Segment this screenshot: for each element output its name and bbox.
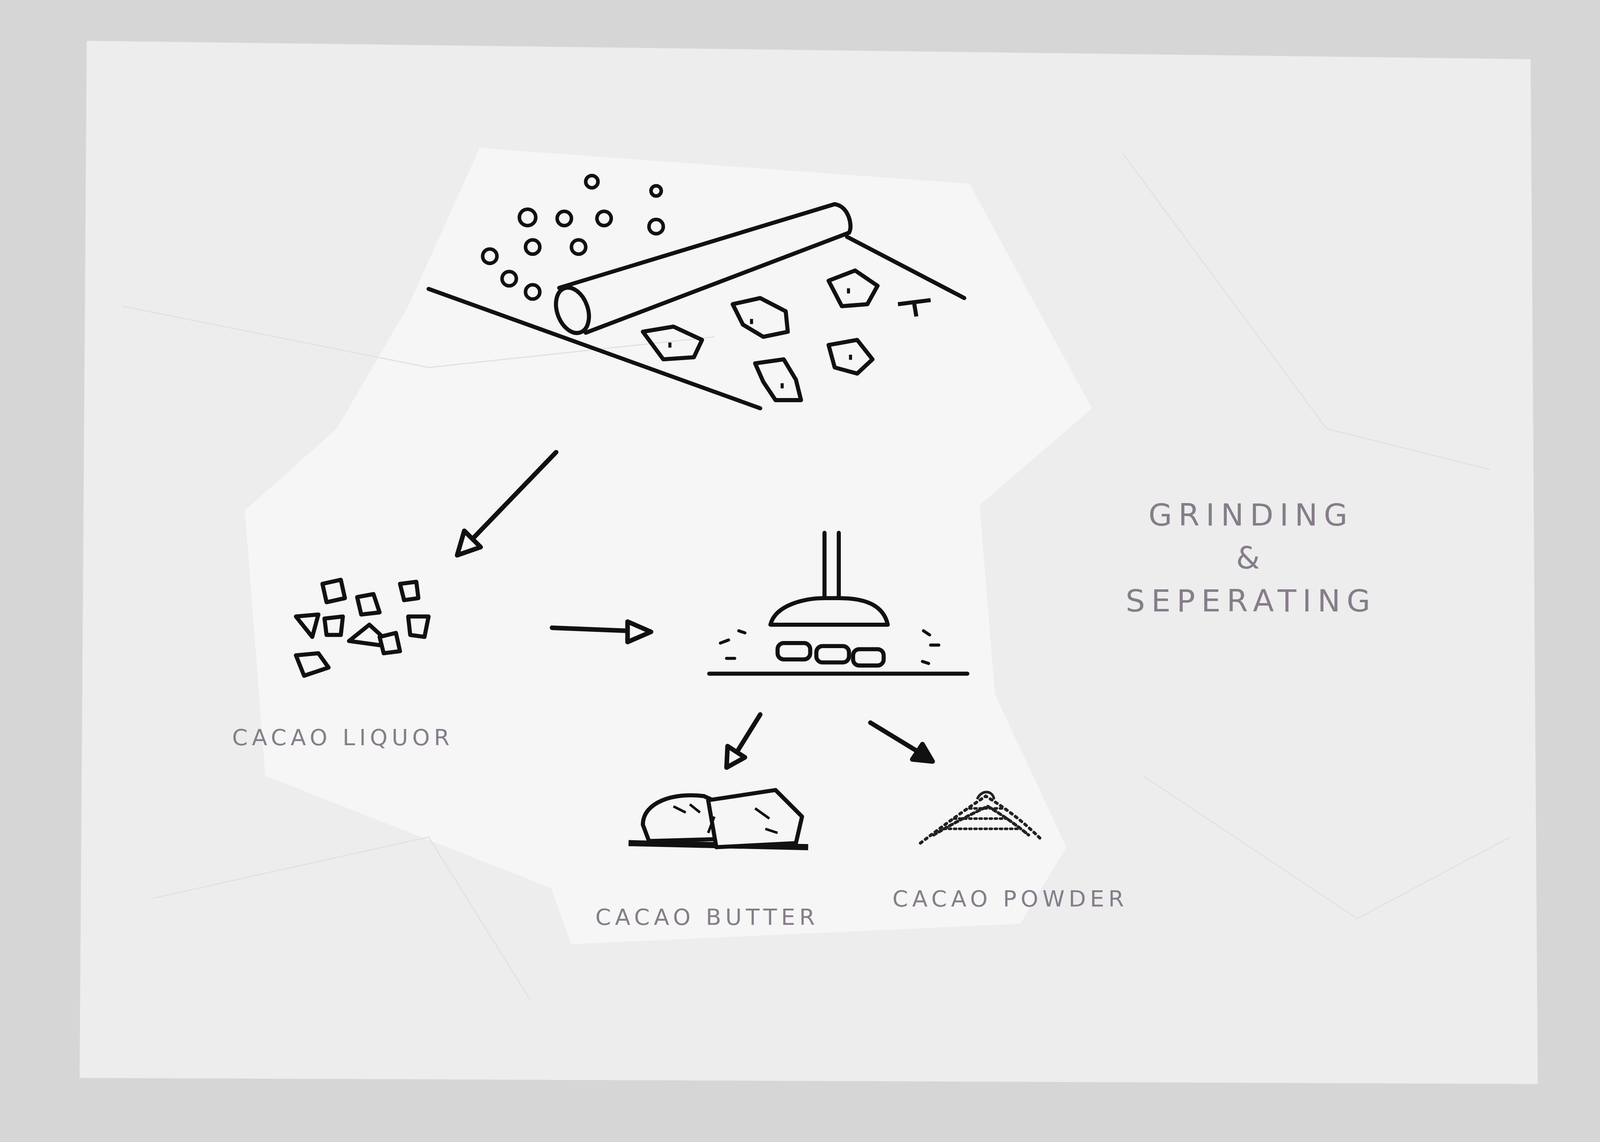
product-label: CACAO BUTTER [595,904,820,930]
press-cake [777,642,810,660]
crushed-nibs [642,270,931,400]
crease [1142,775,1511,919]
powder-fill [943,808,1021,829]
arrow-head [457,530,481,555]
bean [525,240,540,255]
liquor-piece [322,579,345,603]
bean [525,284,540,299]
cocoa-press [709,532,968,674]
liquor-piece [357,593,380,615]
powder-peak [977,791,994,798]
paper-sheet [79,40,1538,1084]
crease [152,836,531,1000]
flow-arrows [457,452,933,768]
ground-line [847,236,965,298]
diagram-title: GRINDING & SEPERATING [863,493,1600,623]
cacao-liquor-pieces [295,579,429,676]
arrow-head [912,743,933,762]
paper-highlight [245,147,1093,944]
nib [755,359,801,400]
press-handle [824,532,839,598]
product-label: CACAO POWDER [892,885,1128,912]
liquor-piece [295,614,319,637]
nib [732,297,788,337]
press-base [709,671,968,676]
grinding-roller [428,204,965,409]
arrow-shaft [552,627,628,631]
bean [482,249,497,264]
cacao-beans [482,175,663,299]
paper-creases [122,152,1511,1000]
roller-end [550,282,595,338]
nib [642,326,703,360]
arrow-shaft [736,714,760,753]
product-label: CACAO LIQUOR [232,724,454,750]
liquor-piece [379,632,400,653]
roller-body [559,204,850,333]
cacao-butter-blocks [628,790,809,848]
butter-texture [673,804,778,833]
butter-block [708,790,803,848]
arrow-shaft [472,452,557,539]
arrow-head [627,621,651,642]
nib [828,270,878,307]
bean [649,219,664,234]
press-cake [816,645,849,663]
liquor-piece [400,581,419,600]
bean [650,185,661,196]
powder-edge [920,795,1041,843]
bean [502,271,517,286]
arrow-head [726,745,745,768]
press-dome [770,597,888,625]
nib [897,300,931,317]
cacao-powder-pile [920,791,1041,843]
roller-end [834,204,851,233]
crease [1122,152,1490,470]
nib-texture [668,290,853,386]
liquor-piece [408,616,429,637]
arrow-shaft [870,722,918,752]
liquor-piece [295,652,329,676]
powder-fill [933,806,1029,835]
liquor-piece [324,616,343,635]
press-motion [720,630,939,663]
bean [585,175,598,188]
bean [571,240,586,255]
ground-line [428,288,761,409]
bean [597,211,612,226]
bean [557,211,572,226]
bean [519,209,536,226]
press-cake [852,649,884,666]
